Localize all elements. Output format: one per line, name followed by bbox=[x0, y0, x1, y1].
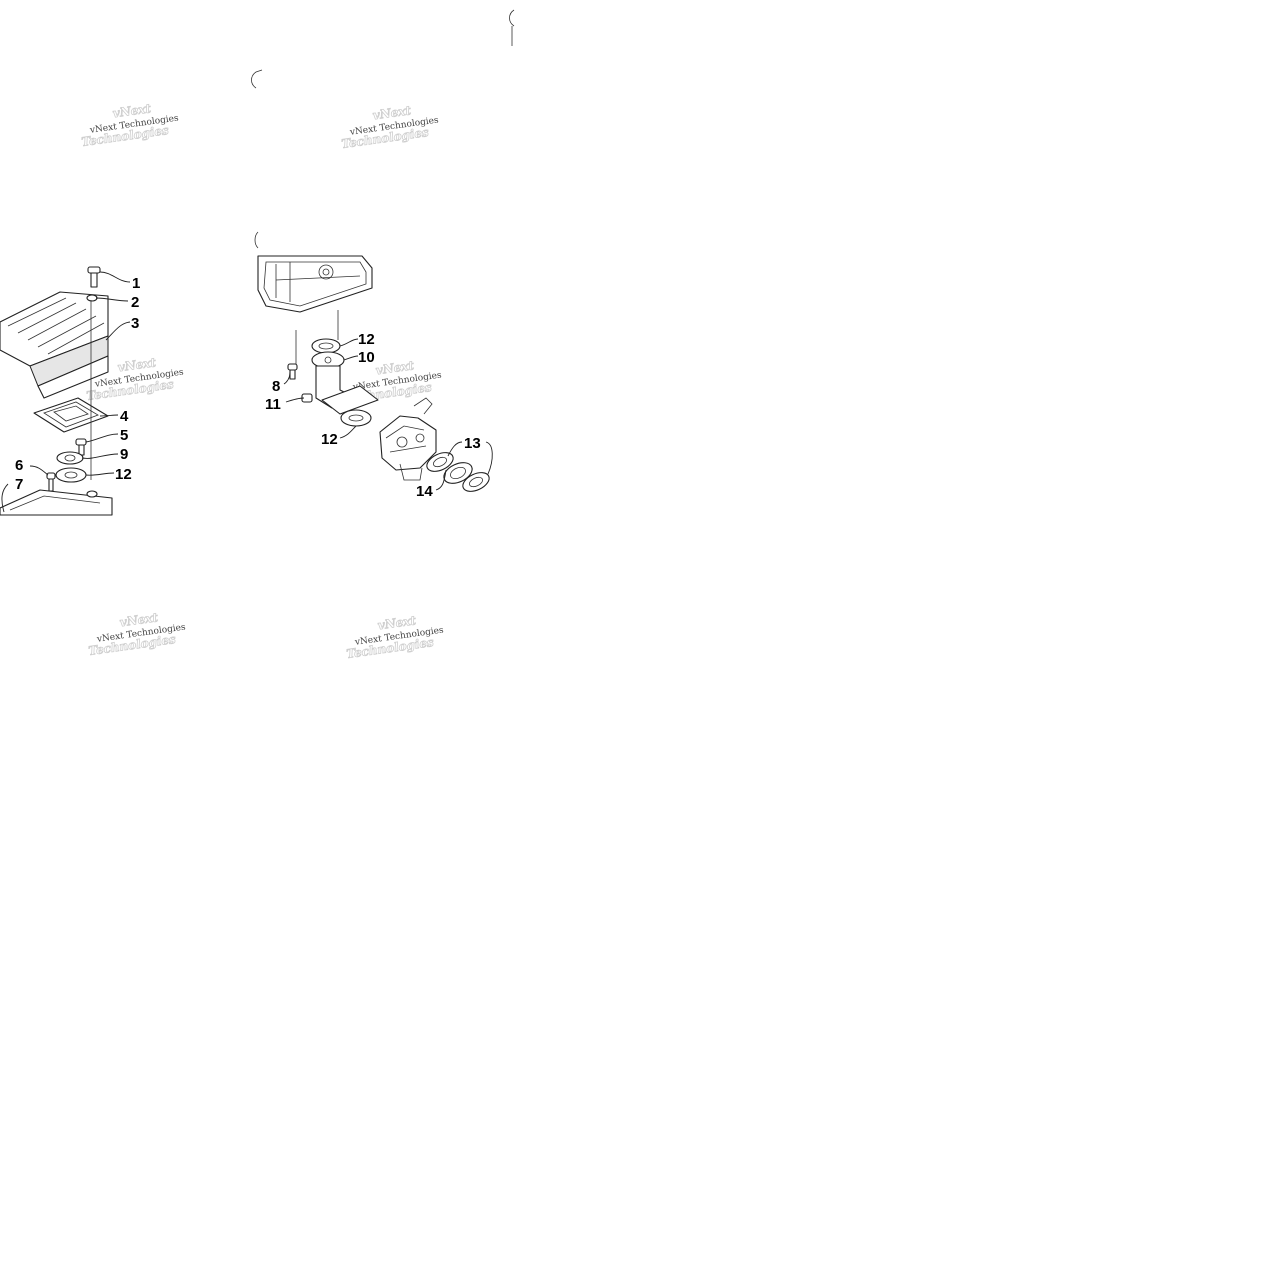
fragment-upper bbox=[251, 69, 263, 89]
leader-11 bbox=[285, 397, 305, 403]
watermark-ghost-line1: vNext bbox=[119, 610, 159, 629]
leader-14 bbox=[435, 469, 447, 491]
gasket-13-part bbox=[462, 472, 490, 492]
leader-1 bbox=[99, 271, 131, 283]
leader-7 bbox=[1, 483, 9, 513]
callout-12-top: 12 bbox=[358, 331, 375, 348]
leader-5 bbox=[85, 433, 119, 443]
right-assembly bbox=[254, 231, 493, 492]
leader-4 bbox=[99, 414, 119, 417]
callout-3: 3 bbox=[131, 315, 139, 332]
watermark-bottom-right: vNext Technologies vNext Technologies bbox=[345, 613, 444, 662]
leader-6 bbox=[29, 465, 49, 476]
callout-14: 14 bbox=[416, 483, 433, 500]
callout-12-left: 12 bbox=[115, 466, 132, 483]
watermark-bottom-left: vNext Technologies vNext Technologies bbox=[87, 610, 186, 659]
left-assembly bbox=[0, 266, 131, 516]
watermark-ghost-line1: vNext bbox=[117, 355, 157, 374]
carburetor-part bbox=[379, 397, 437, 481]
callout-11: 11 bbox=[265, 396, 281, 413]
callout-2: 2 bbox=[131, 294, 139, 311]
watermark-ghost-line1: vNext bbox=[372, 103, 412, 122]
leader-12-left bbox=[85, 472, 115, 476]
gasket-9-part bbox=[56, 451, 84, 465]
leader-10 bbox=[343, 355, 359, 361]
watermark-top-left: vNext Technologies vNext Technologies bbox=[80, 101, 179, 150]
leader-2 bbox=[95, 297, 129, 302]
filter-element-part bbox=[29, 335, 109, 399]
gasket-14-part bbox=[426, 452, 454, 472]
gasket-12-lower-part bbox=[340, 409, 372, 427]
leader-3 bbox=[105, 321, 131, 341]
gasket-12-top-part bbox=[311, 338, 341, 354]
leader-13 bbox=[447, 441, 493, 475]
leader-8 bbox=[283, 369, 291, 385]
nut-6-part bbox=[46, 472, 56, 492]
alignment-line-right bbox=[295, 310, 339, 364]
callout-9: 9 bbox=[120, 446, 128, 463]
cleaner-base-part bbox=[0, 489, 113, 516]
watermark-ghost-line1: vNext bbox=[375, 358, 415, 377]
nut-8-part bbox=[287, 363, 298, 380]
gasket-4-part bbox=[33, 397, 109, 433]
callout-12-lower: 12 bbox=[321, 431, 338, 448]
bolt-1-part bbox=[87, 266, 101, 288]
watermark-top-right: vNext Technologies vNext Technologies bbox=[340, 103, 439, 152]
leader-12-top bbox=[339, 338, 359, 347]
watermark-ghost-line1: vNext bbox=[112, 101, 152, 120]
callout-13: 13 bbox=[464, 435, 481, 452]
callout-labels: 1 2 3 4 5 9 12 6 7 12 10 8 11 12 13 14 bbox=[15, 275, 481, 500]
watermark-ghost-line1: vNext bbox=[377, 613, 417, 632]
callout-10: 10 bbox=[358, 349, 375, 366]
leader-12-lower bbox=[339, 425, 357, 439]
callout-1: 1 bbox=[132, 275, 140, 292]
callout-8: 8 bbox=[272, 378, 280, 395]
callout-4: 4 bbox=[120, 408, 129, 425]
gasket-12-left-part bbox=[55, 467, 87, 483]
callout-7: 7 bbox=[15, 476, 23, 493]
callout-5: 5 bbox=[120, 427, 128, 444]
leader-9 bbox=[81, 453, 119, 459]
callout-6: 6 bbox=[15, 457, 23, 474]
cleaner-housing-part bbox=[257, 255, 373, 313]
intake-elbow-part bbox=[311, 351, 379, 415]
fragment-top bbox=[509, 9, 515, 46]
